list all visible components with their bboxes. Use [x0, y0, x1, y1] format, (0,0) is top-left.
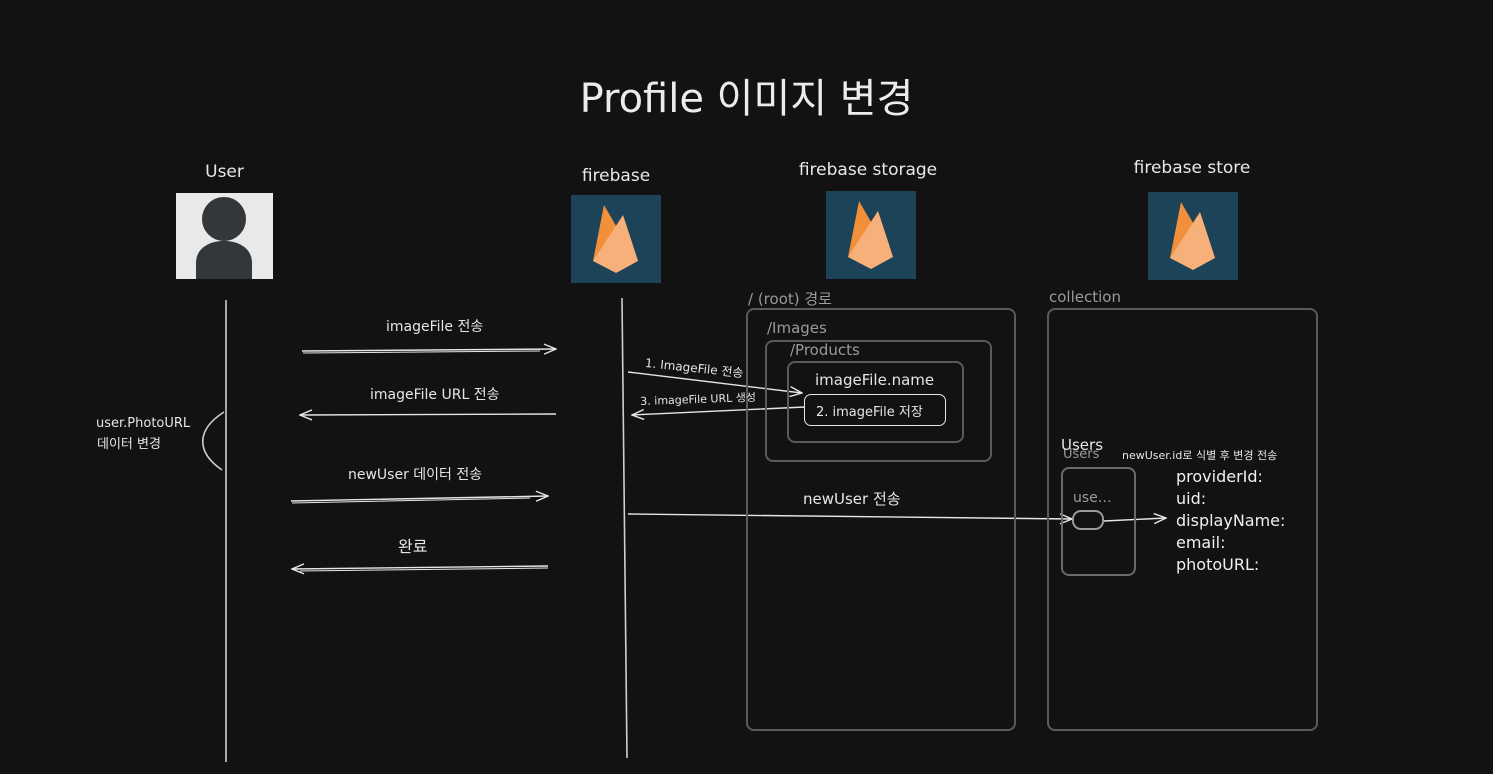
storage-file-label: imageFile.name	[815, 371, 935, 389]
store-users-label: Users	[1061, 436, 1104, 454]
store-field: uid:	[1176, 489, 1207, 508]
arrow-complete	[292, 566, 549, 569]
diagram-title: Profile 이미지 변경	[579, 76, 914, 122]
store-field: email:	[1176, 533, 1226, 552]
store-collection-box	[1047, 308, 1318, 731]
store-note: newUser.id로 식별 후 변경 전송	[1122, 449, 1278, 462]
user-avatar-icon	[176, 193, 273, 279]
storage-root-box	[746, 308, 1016, 731]
firebase-storage-logo-icon	[826, 191, 916, 279]
store-field-list: providerId: uid: displayName: email: pho…	[1176, 466, 1285, 576]
actor-store-label: firebase store	[1133, 158, 1251, 178]
msg-url-send: imageFile URL 전송	[370, 387, 500, 403]
storage-images-label: /Images	[767, 319, 827, 337]
store-collection-label: collection	[1049, 288, 1121, 306]
msg-complete: 완료	[398, 537, 428, 556]
msg-imagefile-save: 2. imageFile 저장	[816, 405, 923, 420]
store-field: displayName:	[1176, 511, 1286, 530]
storage-products-label: /Products	[790, 341, 860, 359]
arrow-url-send	[300, 414, 557, 415]
store-field: providerId:	[1176, 467, 1263, 486]
arrow-newuser-send	[290, 496, 548, 501]
store-doc-node	[1072, 510, 1104, 530]
store-users-label-gray: Users	[1063, 447, 1100, 462]
storage-images-box	[765, 340, 992, 462]
arrow-storage-send	[627, 371, 802, 393]
user-note-line1: user.PhotoURL	[96, 416, 191, 431]
firebase-logo-icon	[571, 195, 661, 283]
store-doc-label: use…	[1073, 490, 1112, 506]
user-brace	[201, 411, 225, 471]
actor-storage-label: firebase storage	[798, 160, 938, 180]
msg-imagefile-send: imageFile 전송	[386, 319, 484, 335]
store-field: photoURL:	[1176, 555, 1260, 574]
msg-newuser-store-send: newUser 전송	[803, 490, 901, 508]
store-users-box	[1061, 467, 1136, 576]
firebase-store-logo-icon	[1148, 192, 1238, 280]
storage-save-box	[804, 394, 946, 426]
arrow-imagefile-send	[301, 349, 556, 351]
actor-firebase-label: firebase	[581, 166, 651, 186]
arrow-store-send	[627, 514, 1072, 519]
arrow-url-create	[632, 406, 806, 415]
msg-newuser-data-send: newUser 데이터 전송	[348, 467, 483, 483]
user-note-line2: 데이터 변경	[97, 437, 161, 452]
storage-products-box	[787, 361, 964, 443]
actor-user-label: User	[205, 162, 244, 182]
storage-root-label: / (root) 경로	[748, 290, 832, 308]
firebase-lifeline	[621, 297, 628, 759]
